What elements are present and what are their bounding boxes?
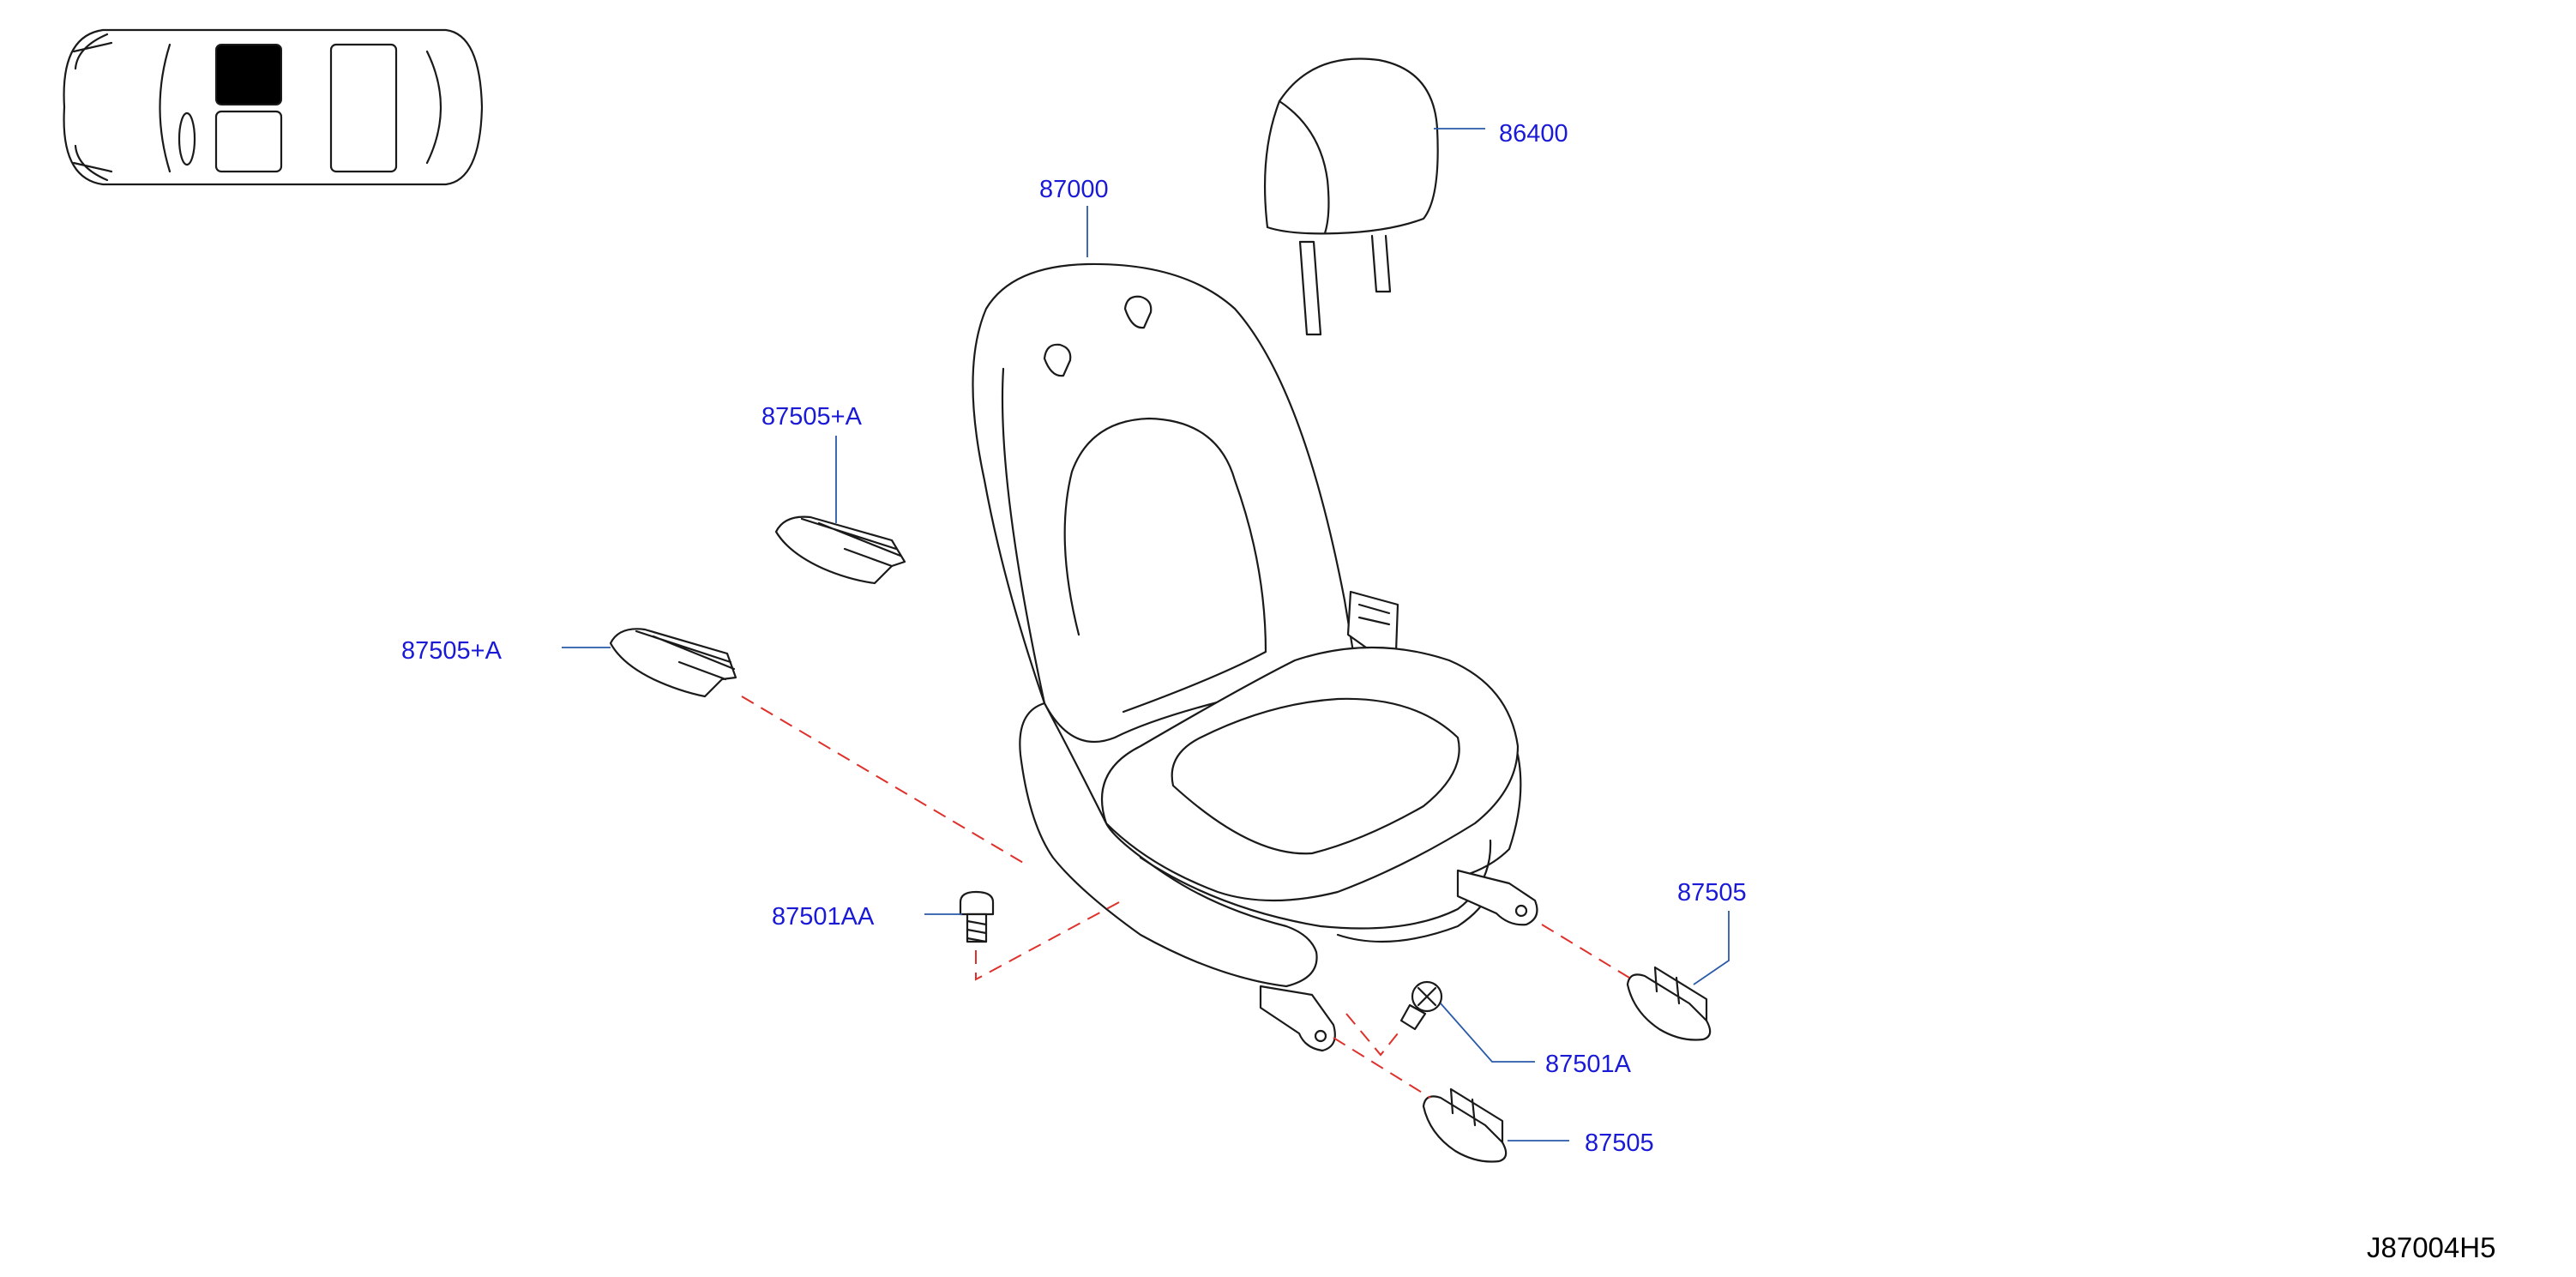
leg-cover-front-part[interactable] (1422, 1087, 1508, 1163)
car-top-view-icon (63, 28, 484, 186)
label-bolt-aa: 87501AA (772, 903, 875, 931)
label-bolt-a: 87501A (1545, 1051, 1632, 1078)
bolt-aa-part[interactable] (959, 890, 995, 943)
headrest-part[interactable] (1263, 57, 1439, 336)
leg-cover-right-part[interactable] (1626, 966, 1712, 1041)
diagram-id: J87004H5 (2367, 1232, 2495, 1263)
trim-cover-upper-part[interactable] (774, 515, 906, 585)
label-cover-front: 87505 (1585, 1129, 1654, 1157)
seat-assembly-part[interactable] (972, 262, 1538, 1052)
label-cover-right: 87505 (1677, 879, 1747, 907)
selected-seat-marker (215, 44, 282, 105)
label-trim-upper: 87505+A (761, 403, 863, 431)
leader-lines (562, 128, 1730, 1141)
trim-cover-lower-part[interactable] (609, 628, 737, 698)
label-trim-lower: 87505+A (401, 637, 503, 665)
label-headrest: 86400 (1499, 120, 1568, 148)
bolt-a-part[interactable] (1399, 980, 1443, 1031)
assembly-guide-lines (741, 696, 1630, 1099)
label-seat-assembly: 87000 (1039, 176, 1109, 203)
